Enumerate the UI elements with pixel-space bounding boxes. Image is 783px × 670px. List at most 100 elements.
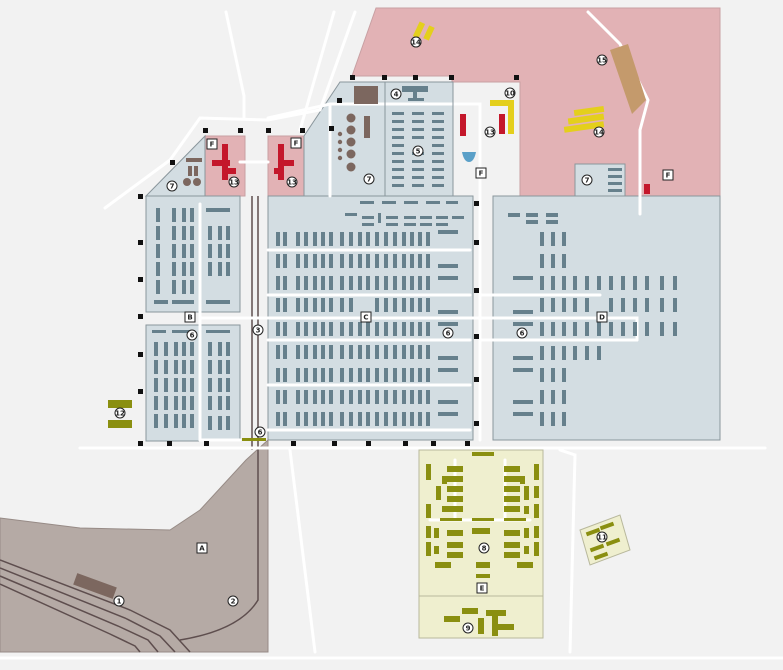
- number-marker-text: 4: [394, 91, 399, 99]
- number-marker-text: 10: [505, 90, 515, 98]
- number-marker-text: 12: [115, 410, 125, 418]
- number-marker-text: 6: [446, 330, 451, 338]
- section-label-text: C: [363, 314, 368, 322]
- number-marker-m11: 11: [596, 531, 608, 543]
- section-label-f3: F: [475, 167, 487, 179]
- number-marker-text: 3: [256, 327, 261, 335]
- number-marker-text: 13: [287, 179, 297, 187]
- number-marker-text: 13: [485, 129, 495, 137]
- section-label-text: F: [666, 172, 671, 180]
- section-label-box: [196, 542, 208, 554]
- section-label-box: [476, 582, 488, 594]
- number-marker-m7a: 7: [166, 180, 178, 192]
- number-marker-text: 14: [594, 129, 604, 137]
- number-marker-circle: [114, 407, 126, 419]
- number-marker-circle: [390, 88, 402, 100]
- section-label-text: F: [479, 170, 484, 178]
- number-marker-m14b: 14: [410, 36, 422, 48]
- number-marker-circle: [286, 176, 298, 188]
- section-labels: A B C D E F F F F: [184, 137, 674, 594]
- number-marker-m6c: 6: [516, 327, 528, 339]
- number-marker-m6d: 6: [254, 426, 266, 438]
- section-label-text: E: [480, 585, 485, 593]
- north-block-buildings: [337, 81, 476, 197]
- number-marker-text: 11: [597, 534, 607, 542]
- barracks-c: [276, 201, 464, 426]
- number-marker-m7c: 7: [581, 174, 593, 186]
- section-label-d: D: [596, 311, 608, 323]
- number-marker-text: 14: [411, 39, 421, 47]
- number-marker-text: 5: [416, 148, 421, 156]
- number-markers: 1234566667778910111213131314141415: [113, 36, 608, 634]
- section-label-text: F: [210, 141, 215, 149]
- number-marker-text: 2: [231, 598, 236, 606]
- number-marker-circle: [186, 329, 198, 341]
- section-label-a: A: [196, 542, 208, 554]
- number-marker-circle: [227, 595, 239, 607]
- number-marker-text: 7: [367, 176, 372, 184]
- number-marker-m8: 8: [478, 542, 490, 554]
- number-marker-m4: 4: [390, 88, 402, 100]
- number-marker-m13a: 13: [228, 176, 240, 188]
- number-marker-circle: [504, 87, 516, 99]
- number-marker-m13c: 13: [484, 126, 496, 138]
- number-marker-circle: [462, 622, 474, 634]
- section-label-box: [206, 138, 218, 150]
- section-label-c: C: [360, 311, 372, 323]
- number-marker-text: 6: [520, 330, 525, 338]
- section-label-box: [184, 311, 196, 323]
- section-label-f4: F: [662, 169, 674, 181]
- number-marker-m15: 15: [596, 54, 608, 66]
- number-marker-text: 13: [229, 179, 239, 187]
- number-marker-text: 1: [117, 598, 122, 606]
- number-marker-text: 8: [482, 545, 487, 553]
- brown-zone-a: [0, 438, 269, 653]
- number-marker-circle: [593, 126, 605, 138]
- number-marker-circle: [596, 54, 608, 66]
- number-marker-m2: 2: [227, 595, 239, 607]
- number-marker-text: 6: [190, 332, 195, 340]
- number-marker-circle: [254, 426, 266, 438]
- number-marker-circle: [410, 36, 422, 48]
- number-marker-circle: [478, 542, 490, 554]
- number-marker-m13b: 13: [286, 176, 298, 188]
- number-marker-text: 6: [258, 429, 263, 437]
- section-label-text: B: [187, 314, 192, 322]
- railway-platform: [73, 573, 117, 599]
- number-marker-m12: 12: [114, 407, 126, 419]
- number-marker-circle: [581, 174, 593, 186]
- number-marker-m10: 10: [504, 87, 516, 99]
- fence-posts: [138, 75, 519, 446]
- number-marker-m3: 3: [252, 324, 264, 336]
- number-marker-m14c: 14: [593, 126, 605, 138]
- section-label-f1: F: [206, 138, 218, 150]
- number-marker-text: 9: [466, 625, 471, 633]
- number-marker-circle: [113, 595, 125, 607]
- number-marker-circle: [442, 327, 454, 339]
- section-label-text: A: [199, 545, 205, 553]
- barracks-b: [152, 208, 230, 430]
- number-marker-circle: [363, 173, 375, 185]
- number-marker-m9: 9: [462, 622, 474, 634]
- section-label-e: E: [476, 582, 488, 594]
- number-marker-circle: [252, 324, 264, 336]
- section-label-text: F: [294, 140, 299, 148]
- number-marker-text: 7: [170, 183, 175, 191]
- number-marker-text: 7: [585, 177, 590, 185]
- pink-zone-features: [183, 21, 650, 194]
- number-marker-m5: 5: [412, 145, 424, 157]
- yellow-zone-buildings: [108, 400, 621, 636]
- section-label-text: D: [599, 314, 605, 322]
- railway-tracks: [0, 196, 259, 653]
- section-label-box: [290, 137, 302, 149]
- section-label-box: [475, 167, 487, 179]
- number-marker-circle: [166, 180, 178, 192]
- number-marker-circle: [412, 145, 424, 157]
- number-marker-m6b: 6: [442, 327, 454, 339]
- number-marker-text: 15: [597, 57, 607, 65]
- section-label-box: [360, 311, 372, 323]
- section-label-box: [662, 169, 674, 181]
- number-marker-circle: [596, 531, 608, 543]
- section-label-f2: F: [290, 137, 302, 149]
